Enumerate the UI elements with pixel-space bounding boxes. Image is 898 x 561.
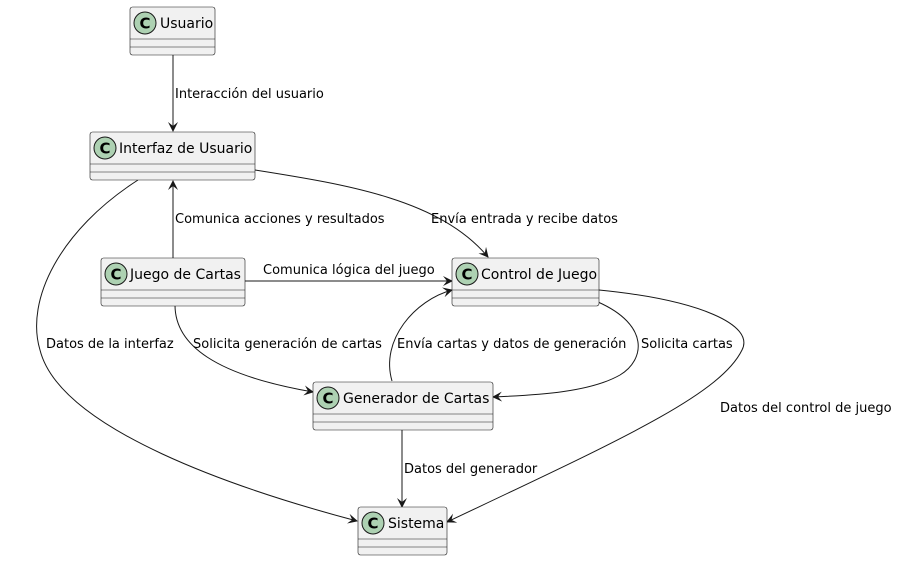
class-name: Juego de Cartas xyxy=(129,267,241,283)
label-usuario-interfaz: Interacción del usuario xyxy=(175,87,324,102)
svg-text:C: C xyxy=(461,266,472,284)
svg-text:C: C xyxy=(99,140,110,158)
class-interfaz-de-usuario: C Interfaz de Usuario xyxy=(89,131,256,181)
class-badge-icon: C xyxy=(316,386,340,410)
class-badge-icon: C xyxy=(455,262,479,286)
label-interfaz-sistema: Datos de la interfaz xyxy=(46,337,174,352)
svg-text:C: C xyxy=(322,390,333,408)
class-name: Interfaz de Usuario xyxy=(119,141,252,157)
class-name: Sistema xyxy=(388,516,444,532)
class-usuario: C Usuario xyxy=(129,6,216,56)
class-name: Control de Juego xyxy=(481,267,597,283)
svg-text:C: C xyxy=(139,15,150,33)
label-control-sistema: Datos del control de juego xyxy=(720,401,892,416)
class-name: Generador de Cartas xyxy=(343,391,489,407)
label-interfaz-control: Envía entrada y recibe datos xyxy=(431,212,618,227)
class-name: Usuario xyxy=(160,16,213,32)
label-juego-interfaz: Comunica acciones y resultados xyxy=(175,212,385,227)
label-juego-control: Comunica lógica del juego xyxy=(263,263,435,278)
edge-control-sistema xyxy=(446,289,745,523)
edge-control-generador xyxy=(492,301,639,402)
label-control-generador: Solicita cartas xyxy=(641,337,733,352)
svg-text:C: C xyxy=(110,266,121,284)
class-badge-icon: C xyxy=(361,511,385,535)
class-juego-de-cartas: C Juego de Cartas xyxy=(100,257,246,307)
class-badge-icon: C xyxy=(93,136,117,160)
class-generador-de-cartas: C Generador de Cartas xyxy=(312,381,494,431)
label-generador-control: Envía cartas y datos de generación xyxy=(397,337,626,352)
class-badge-icon: C xyxy=(133,11,157,35)
class-control-de-juego: C Control de Juego xyxy=(451,257,600,307)
edge-juego-generador xyxy=(174,304,314,396)
class-sistema: C Sistema xyxy=(357,506,448,556)
edge-generador-control xyxy=(389,287,453,382)
label-generador-sistema: Datos del generador xyxy=(404,462,538,477)
label-juego-generador: Solicita generación de cartas xyxy=(193,337,382,352)
edge-interfaz-control xyxy=(254,169,489,258)
svg-text:C: C xyxy=(367,515,378,533)
class-badge-icon: C xyxy=(104,262,128,286)
edge-interfaz-sistema xyxy=(36,179,358,524)
